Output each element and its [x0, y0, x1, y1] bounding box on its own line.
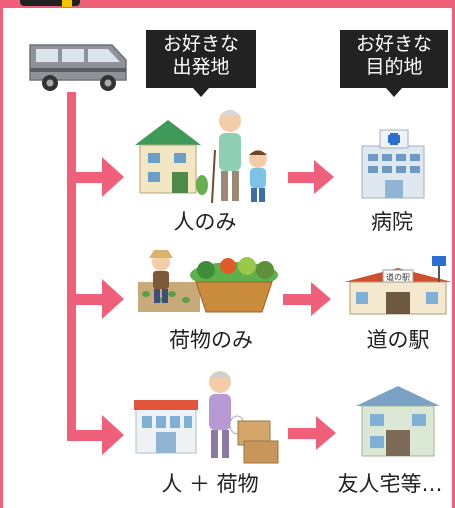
- destination-label-roadside-station: 道の駅: [366, 328, 430, 352]
- origin-label: お好きな 出発地: [146, 30, 256, 97]
- branch-arrow-2: [67, 279, 124, 319]
- cargo-label-people-only: 人のみ: [173, 210, 237, 234]
- vegetable-basket-icon: [190, 257, 278, 313]
- cargo-label-people-and-goods: 人 ＋ 荷物: [161, 472, 259, 496]
- route-arrow-2: [283, 282, 331, 316]
- supermarket-icon: [134, 400, 198, 454]
- origin-label-line2: 出発地: [172, 56, 230, 78]
- elderly-person-icon: [211, 110, 241, 204]
- route-arrow-1: [288, 160, 334, 194]
- roadside-station-icon: 道の駅: [344, 256, 452, 315]
- child-icon: [249, 150, 267, 202]
- origin-label-pointer: [193, 88, 209, 97]
- house-icon: [135, 120, 208, 195]
- destination-label: お好きな 目的地: [340, 30, 448, 97]
- friend-house-icon: [356, 386, 440, 457]
- farm-field-icon: [138, 282, 200, 312]
- destination-label-hospital: 病院: [371, 210, 413, 234]
- branch-arrow-3: [67, 415, 124, 455]
- branch-arrow-1: [67, 157, 124, 197]
- top-border: [0, 0, 455, 8]
- cardboard-boxes-icon: [237, 420, 279, 464]
- header-tab: [20, 0, 80, 6]
- destination-label-line2: 目的地: [365, 56, 423, 78]
- farmer-icon: [149, 250, 173, 303]
- destination-label-pointer: [386, 88, 402, 97]
- header-tab-accent: [62, 0, 72, 7]
- cargo-label-goods-only: 荷物のみ: [169, 328, 253, 352]
- hospital-icon: [361, 129, 425, 199]
- destination-label-friends-house: 友人宅等…: [337, 472, 443, 496]
- destination-label-line1: お好きな: [355, 33, 432, 55]
- van-icon: [29, 44, 127, 91]
- svg-text:道の駅: 道の駅: [386, 272, 410, 282]
- route-trunk-line: [67, 92, 76, 434]
- origin-label-line1: お好きな: [162, 33, 239, 55]
- route-arrow-3: [288, 416, 336, 450]
